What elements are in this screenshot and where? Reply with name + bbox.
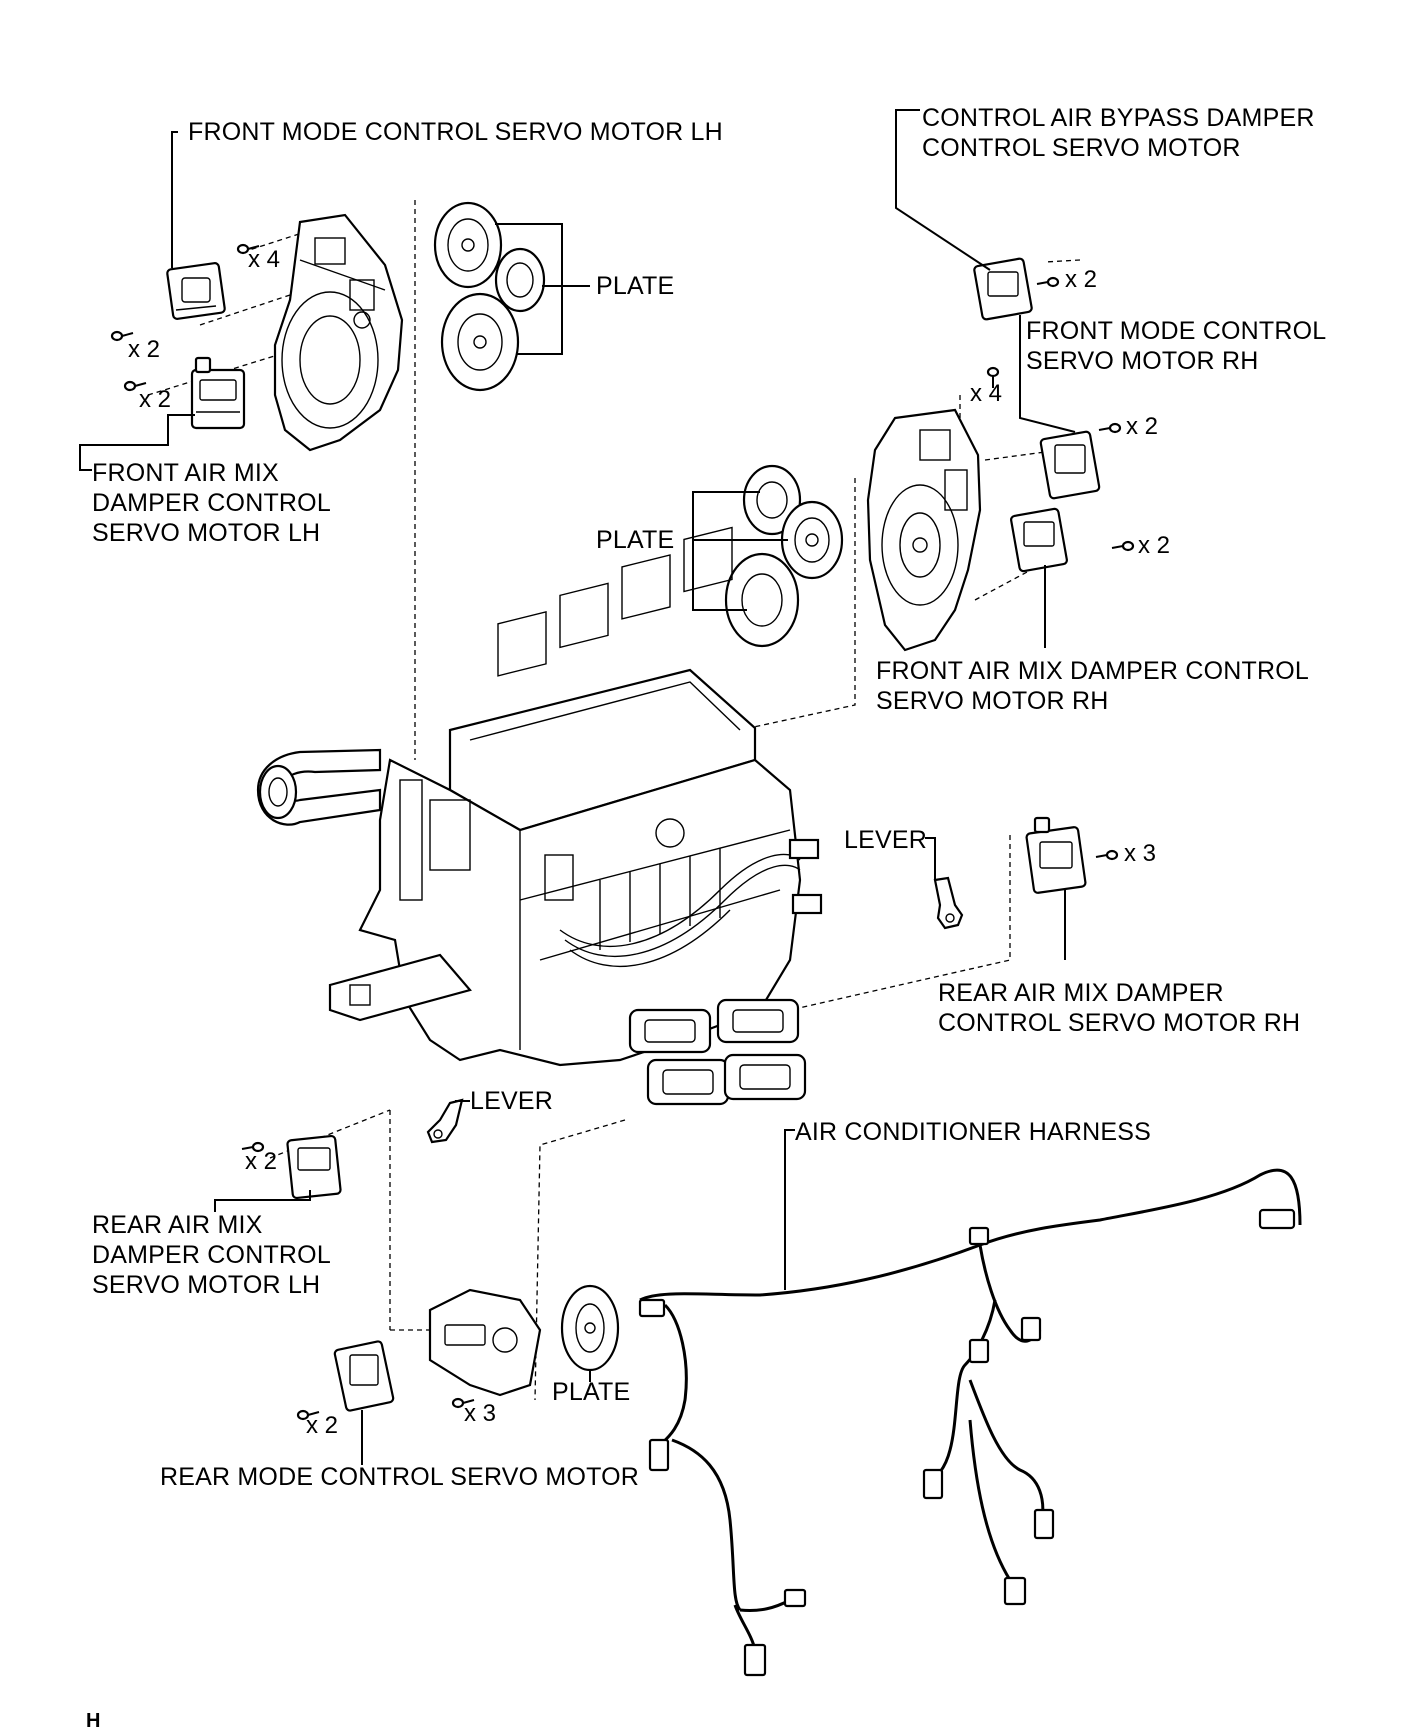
label-plate-right: PLATE xyxy=(596,526,675,554)
heater-unit-body xyxy=(256,526,823,1106)
label-rear-air-mix-lh-line3: SERVO MOTOR LH xyxy=(92,1271,321,1299)
qty-bypass-screws: x 2 xyxy=(1065,266,1098,293)
rear-air-mix-servo-motor-rh xyxy=(1025,816,1087,960)
plate-group-right xyxy=(692,464,844,648)
label-leader-lines xyxy=(79,131,195,471)
qty-rear-mode-screws: x 2 xyxy=(306,1412,339,1439)
label-front-air-mix-rh-line2: SERVO MOTOR RH xyxy=(876,687,1109,715)
qty-rear-air-mix-rh-screws: x 3 xyxy=(1124,840,1157,867)
side-case-lh xyxy=(273,213,404,452)
qty-front-air-mix-lh-screws: x 2 xyxy=(139,386,172,413)
label-front-mode-servo-motor-lh: FRONT MODE CONTROL SERVO MOTOR LH xyxy=(188,118,723,146)
lever-left xyxy=(426,1098,470,1144)
qty-rear-air-mix-lh-screws: x 2 xyxy=(245,1148,278,1175)
side-case-rh xyxy=(866,408,982,652)
qty-rear-actuator-screws: x 3 xyxy=(464,1400,497,1427)
label-rear-air-mix-rh-line1: REAR AIR MIX DAMPER xyxy=(938,979,1224,1007)
label-plate-upper: PLATE xyxy=(596,272,675,300)
rear-air-mix-servo-motor-lh xyxy=(214,1134,342,1212)
label-front-mode-rh-line2: SERVO MOTOR RH xyxy=(1026,347,1259,375)
front-mode-servo-motor-lh xyxy=(166,262,226,320)
label-air-conditioner-harness: AIR CONDITIONER HARNESS xyxy=(795,1118,1152,1146)
label-rear-air-mix-rh-line2: CONTROL SERVO MOTOR RH xyxy=(938,1009,1301,1037)
label-plate-rear: PLATE xyxy=(552,1378,631,1406)
rear-mode-servo-motor xyxy=(296,1288,542,1465)
screw-icons-right xyxy=(986,276,1135,861)
qty-front-mode-lh-lower-screws: x 2 xyxy=(128,336,161,363)
label-control-air-bypass-line2: CONTROL SERVO MOTOR xyxy=(922,134,1241,162)
label-front-air-mix-lh-line1: FRONT AIR MIX xyxy=(92,459,279,487)
label-rear-mode-servo-motor: REAR MODE CONTROL SERVO MOTOR xyxy=(160,1463,640,1491)
plate-rear xyxy=(560,1284,620,1382)
front-air-mix-servo-motor-rh xyxy=(1010,507,1068,648)
label-rear-air-mix-lh-line2: DAMPER CONTROL xyxy=(92,1241,331,1269)
label-control-air-bypass-line1: CONTROL AIR BYPASS DAMPER xyxy=(922,104,1315,132)
qty-front-air-mix-rh-screws: x 2 xyxy=(1138,532,1171,559)
front-air-mix-servo-motor-lh xyxy=(190,356,246,430)
label-lever-left: LEVER xyxy=(470,1087,553,1115)
label-front-air-mix-rh-line1: FRONT AIR MIX DAMPER CONTROL xyxy=(876,657,1309,685)
figure-code: H xyxy=(86,1710,101,1732)
label-front-air-mix-lh-line2: DAMPER CONTROL xyxy=(92,489,331,517)
qty-front-mode-rh-screws: x 2 xyxy=(1126,413,1159,440)
qty-front-mode-lh-screws: x 4 xyxy=(248,246,281,273)
label-rear-air-mix-lh-line1: REAR AIR MIX xyxy=(92,1211,263,1239)
control-air-bypass-servo-motor xyxy=(895,109,1033,321)
qty-side-case-rh-screws: x 4 xyxy=(970,380,1003,407)
lever-right xyxy=(925,837,964,930)
label-front-mode-rh-line1: FRONT MODE CONTROL xyxy=(1026,317,1327,345)
plate-group-upper-left xyxy=(433,201,590,392)
screw-icons-left xyxy=(110,243,260,392)
front-mode-servo-motor-rh xyxy=(1019,315,1101,500)
label-lever-right: LEVER xyxy=(844,826,927,854)
label-front-air-mix-lh-line3: SERVO MOTOR LH xyxy=(92,519,321,547)
air-conditioner-harness xyxy=(638,1129,1302,1677)
